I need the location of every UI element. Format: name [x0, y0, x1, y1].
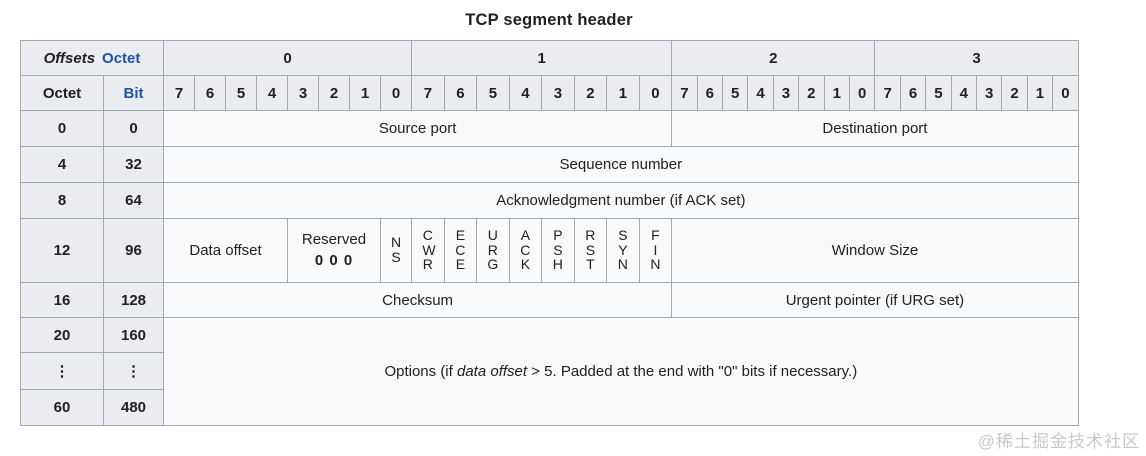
bit-label: 1 — [606, 75, 640, 111]
bit-label: 3 — [541, 75, 575, 111]
field-reserved: Reserved 0 0 0 — [287, 218, 382, 283]
bit-label: 0 — [1052, 75, 1079, 111]
offset-octet-cell: 0 — [20, 110, 104, 147]
offset-octet-cell: 8 — [20, 182, 104, 219]
bit-label: 3 — [772, 75, 800, 111]
row-octet-0: 0 0 Source port Destination port — [20, 110, 1079, 147]
bit-label: 7 — [411, 75, 445, 111]
bit-label: 4 — [508, 75, 543, 111]
offset-octet-cell: ⋮ — [20, 352, 104, 390]
bit-label: 3 — [975, 75, 1003, 111]
offset-bit-cell: 64 — [102, 182, 165, 219]
bit-label: 2 — [573, 75, 608, 111]
reserved-bits-value: 0 0 0 — [314, 251, 354, 269]
field-checksum: Checksum — [163, 282, 673, 318]
flag-ack: ACK — [508, 218, 543, 283]
offset-octet-cell: 16 — [20, 282, 104, 318]
bit-label: 6 — [194, 75, 227, 111]
bit-label: 1 — [349, 75, 382, 111]
bit-label: 4 — [950, 75, 977, 111]
bit-label: 2 — [798, 75, 825, 111]
flag-cwr: CWR — [411, 218, 445, 283]
field-urgent-pointer: Urgent pointer (if URG set) — [671, 282, 1079, 318]
bit-label: 3 — [287, 75, 320, 111]
offset-bit-cell: 480 — [102, 389, 165, 426]
bit-label: 0 — [638, 75, 673, 111]
bit-label: 4 — [256, 75, 289, 111]
options-text-italic: data offset — [456, 363, 528, 380]
field-destination-port: Destination port — [671, 110, 1079, 147]
row-octet-12: 12 96 Data offset Reserved 0 0 0 NS CWR … — [20, 218, 1079, 283]
flag-urg: URG — [476, 218, 510, 283]
watermark: @稀土掘金技术社区 — [977, 432, 1140, 451]
bit-label: 6 — [443, 75, 478, 111]
bit-label: 6 — [696, 75, 723, 111]
bit-row-label: Bit — [102, 75, 165, 111]
offset-bit-cell: 32 — [102, 146, 165, 183]
bit-label: 5 — [925, 75, 952, 111]
bit-label: 7 — [163, 75, 196, 111]
row-octet-8: 8 64 Acknowledgment number (if ACK set) — [20, 182, 1079, 219]
octet-row-label: Octet — [20, 75, 104, 111]
bit-label: 1 — [1026, 75, 1054, 111]
bit-label: 7 — [671, 75, 698, 111]
offset-octet-cell: 12 — [20, 218, 104, 283]
octet-group-header-row: Offsets Octet 0 1 2 3 — [19, 40, 1079, 76]
bit-label: 2 — [1001, 75, 1028, 111]
offsets-octet-corner-cell: Offsets Octet — [19, 40, 165, 76]
row-octet-60: 60 480 — [20, 389, 1079, 426]
flag-ns: NS — [380, 218, 413, 283]
bit-label: 4 — [747, 75, 774, 111]
bit-label: 2 — [318, 75, 351, 111]
offsets-label: Offsets — [43, 49, 96, 67]
offset-octet-cell: 60 — [20, 389, 104, 426]
row-octet-4: 4 32 Sequence number — [20, 146, 1079, 183]
flag-ece: ECE — [443, 218, 478, 283]
octet-group-2-header: 2 — [671, 40, 876, 76]
offset-octet-cell: 4 — [20, 146, 104, 183]
field-data-offset: Data offset — [163, 218, 289, 283]
row-octet-ellipsis: ⋮ ⋮ — [20, 352, 1079, 390]
offset-bit-cell: 160 — [102, 317, 165, 353]
offset-bit-cell: 0 — [102, 110, 165, 147]
field-window-size: Window Size — [671, 218, 1079, 283]
field-options: Options (if data offset > 5. Padded at t… — [163, 317, 1079, 426]
offset-bit-cell: 96 — [102, 218, 165, 283]
octet-group-1-header: 1 — [411, 40, 673, 76]
bit-label: 0 — [380, 75, 413, 111]
offset-bit-cell: 128 — [102, 282, 165, 318]
octet-top-label: Octet — [102, 49, 141, 67]
bit-label: 5 — [225, 75, 258, 111]
row-octet-16: 16 128 Checksum Urgent pointer (if URG s… — [20, 282, 1079, 318]
field-source-port: Source port — [163, 110, 673, 147]
options-text-suffix: > 5. Padded at the end with "0" bits if … — [527, 363, 858, 380]
row-octet-20: 20 160 Options (if data offset > 5. Padd… — [20, 317, 1079, 426]
flag-fin: FIN — [638, 218, 673, 283]
field-sequence-number: Sequence number — [163, 146, 1079, 183]
page-title: TCP segment header — [465, 11, 633, 29]
octet-group-0-header: 0 — [163, 40, 413, 76]
field-acknowledgment-number: Acknowledgment number (if ACK set) — [163, 182, 1079, 219]
offset-bit-cell: ⋮ — [102, 352, 165, 390]
options-text-prefix: Options (if — [384, 363, 457, 380]
offset-octet-cell: 20 — [20, 317, 104, 353]
bit-header-row: Octet Bit 7 6 5 4 3 2 1 0 7 6 5 4 3 2 1 … — [20, 75, 1079, 111]
bit-label: 5 — [476, 75, 510, 111]
bit-label: 1 — [823, 75, 850, 111]
flag-psh: PSH — [541, 218, 575, 283]
flag-syn: SYN — [606, 218, 640, 283]
flag-rst: RST — [573, 218, 608, 283]
reserved-label: Reserved — [301, 231, 367, 249]
octet-group-3-header: 3 — [874, 40, 1079, 76]
bit-label: 7 — [874, 75, 901, 111]
bit-label: 6 — [899, 75, 927, 111]
bit-label: 5 — [721, 75, 749, 111]
bit-label: 0 — [848, 75, 876, 111]
